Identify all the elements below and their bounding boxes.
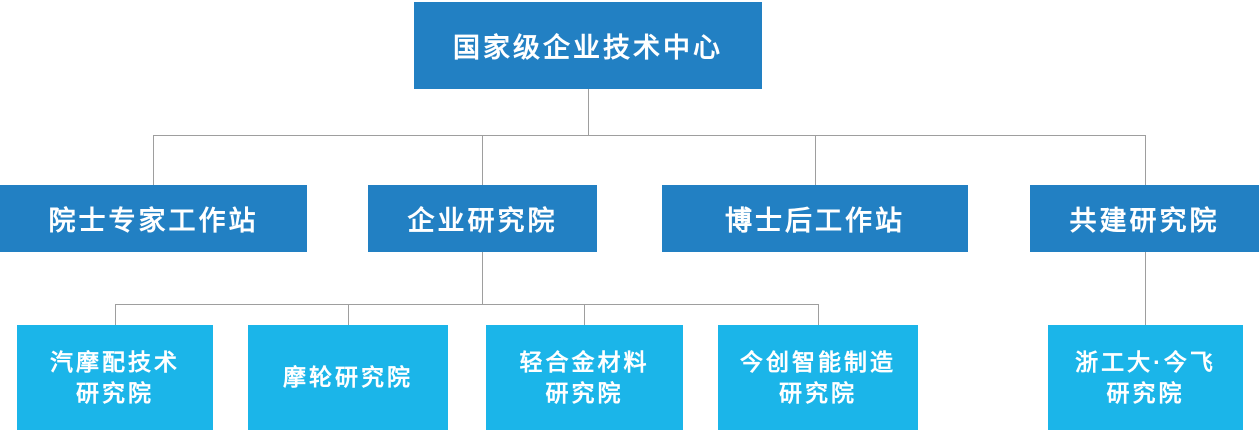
node-label-line1: 今创智能制造 bbox=[740, 348, 896, 375]
connector-drop-academician bbox=[153, 135, 154, 185]
connector-drop-postdoctoral bbox=[815, 135, 816, 185]
node-national-enterprise-tech-center: 国家级企业技术中心 bbox=[414, 2, 762, 89]
connector-drop-enterprise-institute bbox=[482, 135, 483, 185]
node-enterprise-research-institute: 企业研究院 bbox=[368, 185, 597, 252]
connector-root-stem bbox=[588, 89, 589, 136]
node-zjut-jinfei-research-institute: 浙工大·今飞 研究院 bbox=[1048, 325, 1243, 430]
node-light-alloy-materials-institute: 轻合金材料 研究院 bbox=[486, 325, 683, 430]
connector-level3-hline bbox=[115, 304, 819, 305]
node-joint-research-institute: 共建研究院 bbox=[1030, 185, 1259, 252]
connector-enterprise-stem bbox=[482, 252, 483, 305]
connector-level2-hline bbox=[153, 135, 1146, 136]
connector-joint-to-zjut-jinfei bbox=[1145, 252, 1146, 325]
connector-drop-jinchuang bbox=[818, 304, 819, 325]
connector-drop-light-alloy bbox=[584, 304, 585, 325]
node-label: 企业研究院 bbox=[407, 206, 558, 236]
node-label-line2: 研究院 bbox=[76, 379, 154, 406]
node-label-line2: 研究院 bbox=[779, 379, 857, 406]
node-postdoctoral-workstation: 博士后工作站 bbox=[662, 185, 968, 252]
node-label: 院士专家工作站 bbox=[48, 206, 259, 236]
node-label: 国家级企业技术中心 bbox=[453, 33, 723, 63]
node-auto-moto-parts-tech-institute: 汽摩配技术 研究院 bbox=[17, 325, 213, 430]
connector-drop-wheel-institute bbox=[348, 304, 349, 325]
node-label-line1: 摩轮研究院 bbox=[283, 364, 413, 390]
node-academician-expert-workstation: 院士专家工作站 bbox=[0, 185, 307, 252]
connector-drop-auto-moto-parts bbox=[115, 304, 116, 325]
node-label-line2: 研究院 bbox=[1106, 379, 1185, 406]
node-label: 博士后工作站 bbox=[725, 206, 905, 236]
node-label-line1: 汽摩配技术 bbox=[50, 348, 180, 375]
node-label-line2: 研究院 bbox=[545, 379, 624, 406]
node-label: 共建研究院 bbox=[1069, 206, 1220, 236]
node-label-line1: 浙工大·今飞 bbox=[1075, 348, 1216, 375]
node-wheel-research-institute: 摩轮研究院 bbox=[248, 325, 448, 430]
node-label-line1: 轻合金材料 bbox=[519, 348, 650, 375]
connector-drop-joint-institute bbox=[1145, 135, 1146, 185]
node-jinchuang-intelligent-mfg-institute: 今创智能制造 研究院 bbox=[718, 325, 918, 430]
